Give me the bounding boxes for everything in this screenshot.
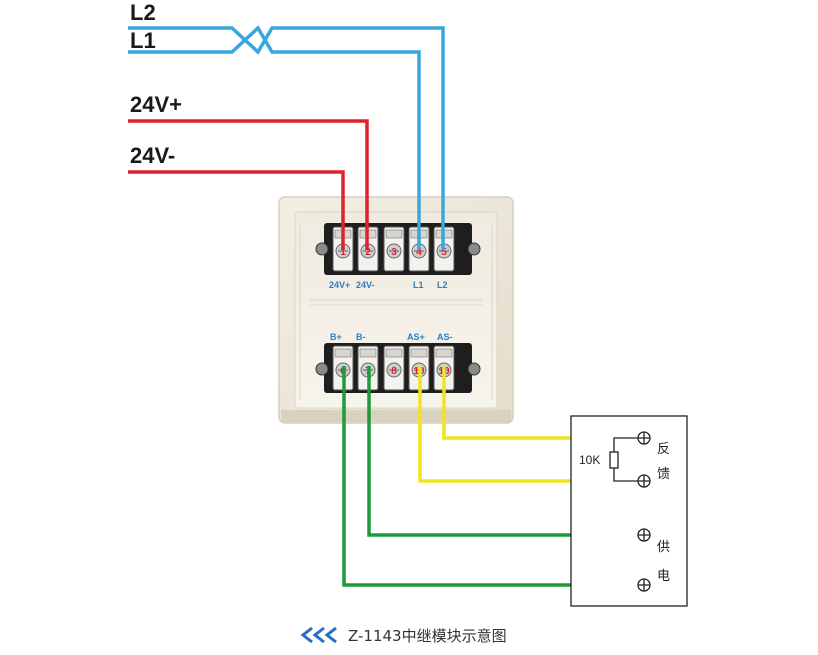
figure-caption: Z-1143中继模块示意图 bbox=[300, 623, 507, 647]
term-label-as-pos: AS+ bbox=[407, 332, 425, 342]
wire-24v-pos bbox=[128, 119, 369, 250]
screw-right-top bbox=[467, 242, 481, 256]
caption-text: Z-1143中继模块示意图 bbox=[348, 626, 507, 645]
terminal-feedback-2 bbox=[637, 474, 651, 488]
device-box: 10K 反 馈 供 电 bbox=[570, 415, 688, 607]
terminal-supply-1 bbox=[637, 528, 651, 542]
terminal-feedback-1 bbox=[637, 431, 651, 445]
top-terminal-3: 3 bbox=[383, 226, 405, 272]
label-supply-1: 供 bbox=[657, 540, 670, 555]
screw-left-bottom bbox=[315, 362, 329, 376]
top-terminal-number: 4 bbox=[416, 247, 422, 258]
resistor-label: 10K bbox=[579, 453, 600, 467]
resistor-10k bbox=[609, 437, 638, 482]
screw-right-bottom bbox=[467, 362, 481, 376]
label-feedback-2: 馈 bbox=[657, 467, 670, 482]
triple-chevron-left-icon bbox=[300, 627, 342, 643]
terminal-supply-2 bbox=[637, 578, 651, 592]
wires bbox=[128, 25, 638, 587]
wire-supply-2 bbox=[342, 366, 638, 587]
term-label-as-neg: AS- bbox=[437, 332, 453, 342]
term-label-b-neg: B- bbox=[356, 332, 366, 342]
term-label-24v-pos: 24V+ bbox=[329, 280, 350, 290]
top-terminal-number: 1 bbox=[340, 247, 346, 258]
wire-supply-1 bbox=[367, 366, 638, 537]
top-terminals: 1 2 3 4 5 bbox=[332, 226, 455, 272]
label-supply-2: 电 bbox=[657, 569, 670, 584]
term-label-l2: L2 bbox=[437, 280, 448, 290]
bottom-terminal-3: 8 bbox=[383, 345, 405, 391]
box-ribs bbox=[299, 225, 493, 400]
label-24v-pos: 24V+ bbox=[130, 92, 182, 117]
top-terminal-number: 2 bbox=[365, 247, 371, 258]
term-label-l1: L1 bbox=[413, 280, 424, 290]
screw-left-top bbox=[315, 242, 329, 256]
label-l1: L1 bbox=[130, 28, 156, 53]
top-terminal-number: 5 bbox=[441, 247, 447, 258]
label-feedback-1: 反 bbox=[657, 442, 670, 457]
wire-feedback-2 bbox=[418, 366, 638, 483]
label-l2: L2 bbox=[130, 0, 156, 25]
top-terminal-number: 3 bbox=[391, 247, 397, 258]
label-24v-neg: 24V- bbox=[130, 143, 175, 168]
term-label-b-pos: B+ bbox=[330, 332, 342, 342]
term-label-24v-neg: 24V- bbox=[356, 280, 375, 290]
wire-l1 bbox=[128, 25, 421, 250]
bottom-terminal-number: 8 bbox=[391, 366, 397, 377]
wire-24v-neg bbox=[128, 170, 345, 250]
